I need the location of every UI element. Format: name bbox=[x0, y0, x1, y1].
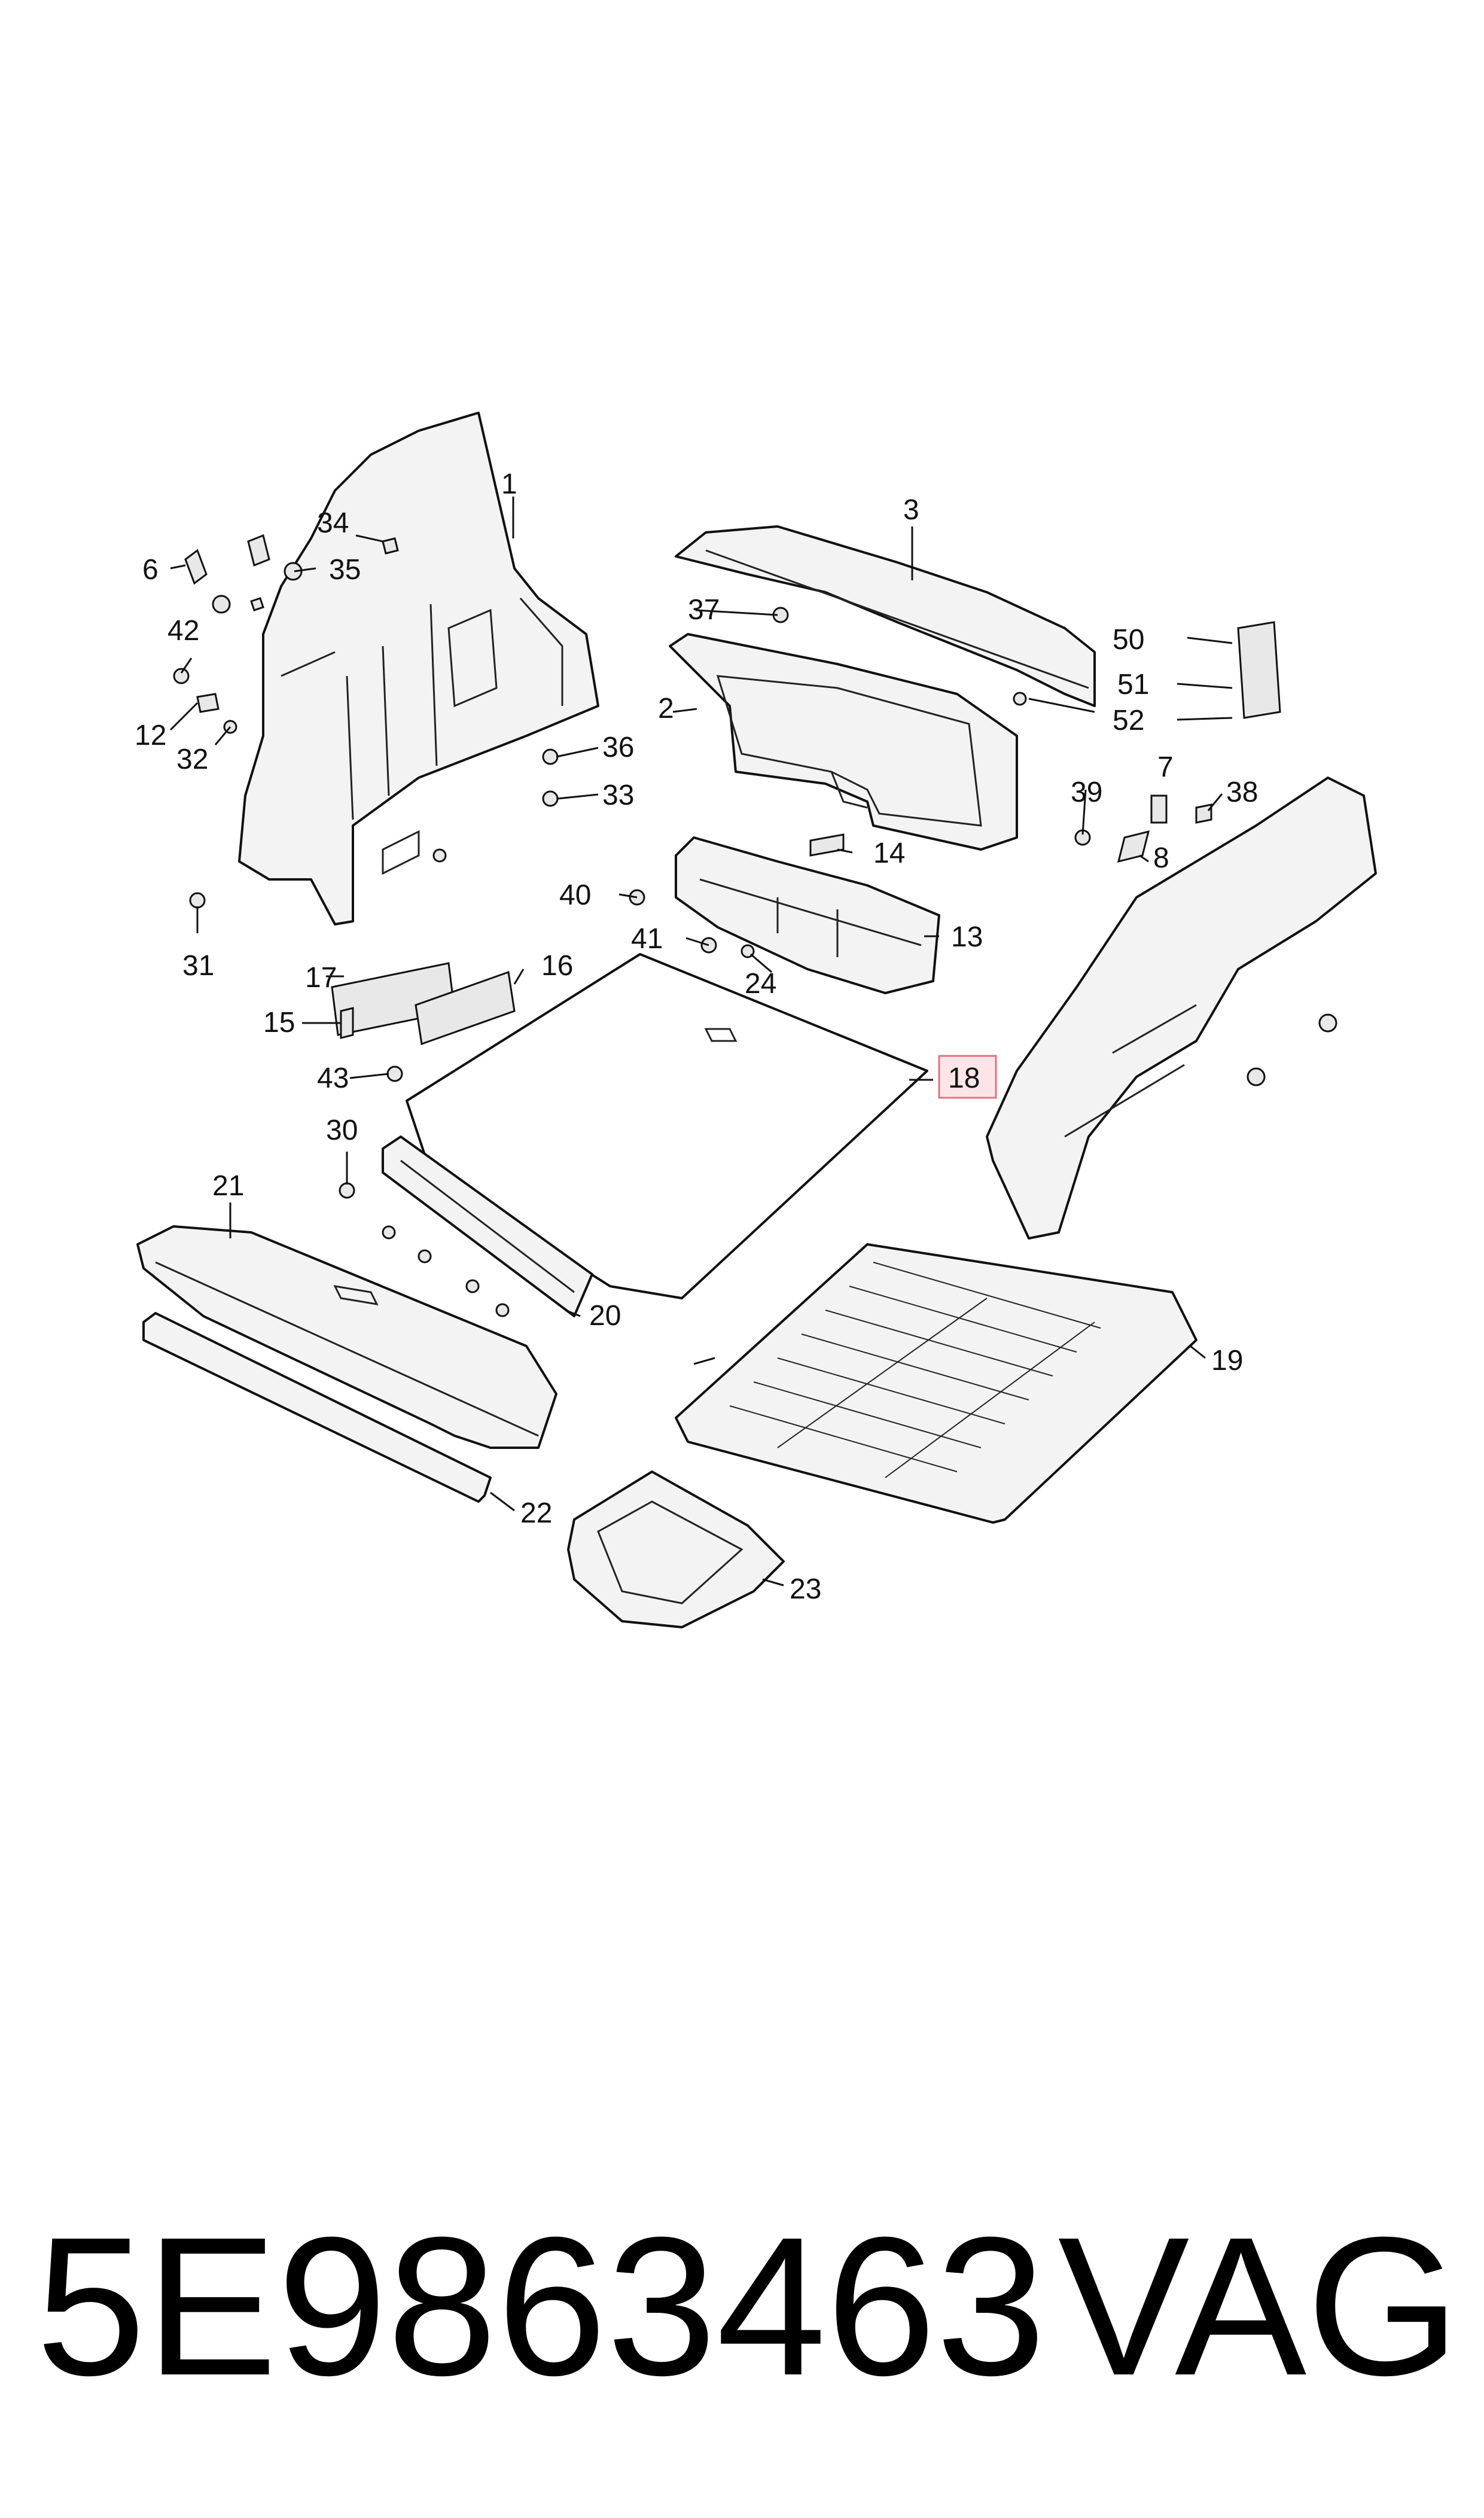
callout-30: 30 bbox=[326, 1115, 358, 1146]
callout-19: 19 bbox=[1211, 1345, 1243, 1377]
callout-8: 8 bbox=[1153, 842, 1169, 874]
callout-34: 34 bbox=[317, 507, 349, 539]
callout-14: 14 bbox=[873, 838, 905, 869]
callout-1: 1 bbox=[501, 468, 517, 500]
floor-mat-ribs bbox=[729, 1262, 1101, 1478]
callout-17: 17 bbox=[305, 962, 337, 994]
callout-12: 12 bbox=[135, 720, 166, 751]
callout-50: 50 bbox=[1113, 624, 1144, 656]
callout-6: 6 bbox=[142, 554, 159, 586]
brand-label: VAG bbox=[1058, 2196, 1460, 2416]
callout-39: 39 bbox=[1071, 777, 1102, 808]
leader-lines bbox=[169, 497, 1233, 1587]
callout-52: 52 bbox=[1113, 705, 1144, 736]
part-2-tailgate-trim bbox=[669, 633, 1018, 851]
part-23-storage-box bbox=[567, 1470, 785, 1628]
callout-33: 33 bbox=[602, 780, 634, 811]
callout-38: 38 bbox=[1226, 777, 1258, 808]
callout-40: 40 bbox=[559, 879, 591, 911]
right-side-trim bbox=[986, 777, 1377, 1240]
part-3-upper-trim bbox=[675, 525, 1096, 707]
callout-16: 16 bbox=[541, 950, 573, 982]
callout-32: 32 bbox=[176, 744, 208, 775]
callout-7: 7 bbox=[1157, 751, 1174, 783]
parts-diagram: 1 34 35 6 42 12 32 31 36 33 37 3 2 14 40… bbox=[135, 412, 1377, 1628]
part-19-floor-mat bbox=[675, 1243, 1197, 1524]
callout-13: 13 bbox=[951, 921, 983, 953]
callout-22: 22 bbox=[520, 1497, 552, 1529]
fasteners bbox=[173, 534, 1337, 1317]
callout-31: 31 bbox=[182, 950, 214, 982]
part-13-sill-cover bbox=[675, 836, 940, 994]
callout-3: 3 bbox=[903, 494, 919, 526]
part-21-luggage-cover bbox=[136, 1225, 557, 1449]
part-20-loading-edge-strip bbox=[382, 1135, 593, 1317]
callout-43: 43 bbox=[317, 1062, 349, 1094]
callout-21: 21 bbox=[212, 1170, 244, 1202]
callout-36: 36 bbox=[602, 732, 634, 763]
callout-23: 23 bbox=[790, 1573, 821, 1605]
callout-15: 15 bbox=[263, 1007, 295, 1039]
callout-42: 42 bbox=[167, 615, 199, 647]
callout-20: 20 bbox=[589, 1300, 621, 1332]
callout-labels: 1 34 35 6 42 12 32 31 36 33 37 3 2 14 40… bbox=[135, 468, 1258, 1605]
callout-18-highlight bbox=[938, 1055, 997, 1099]
part-1-left-side-trim bbox=[238, 412, 599, 925]
callout-51: 51 bbox=[1117, 669, 1149, 701]
part-18-floor-board bbox=[406, 953, 928, 1299]
callout-24: 24 bbox=[745, 968, 776, 1000]
callout-35: 35 bbox=[329, 554, 361, 586]
callout-37: 37 bbox=[688, 594, 720, 626]
callout-41: 41 bbox=[631, 923, 663, 955]
part-22-rod bbox=[142, 1312, 492, 1503]
callout-2: 2 bbox=[658, 693, 674, 724]
part-number: 5E9863463 bbox=[36, 2196, 1046, 2416]
callout-18: 18 bbox=[948, 1062, 980, 1094]
